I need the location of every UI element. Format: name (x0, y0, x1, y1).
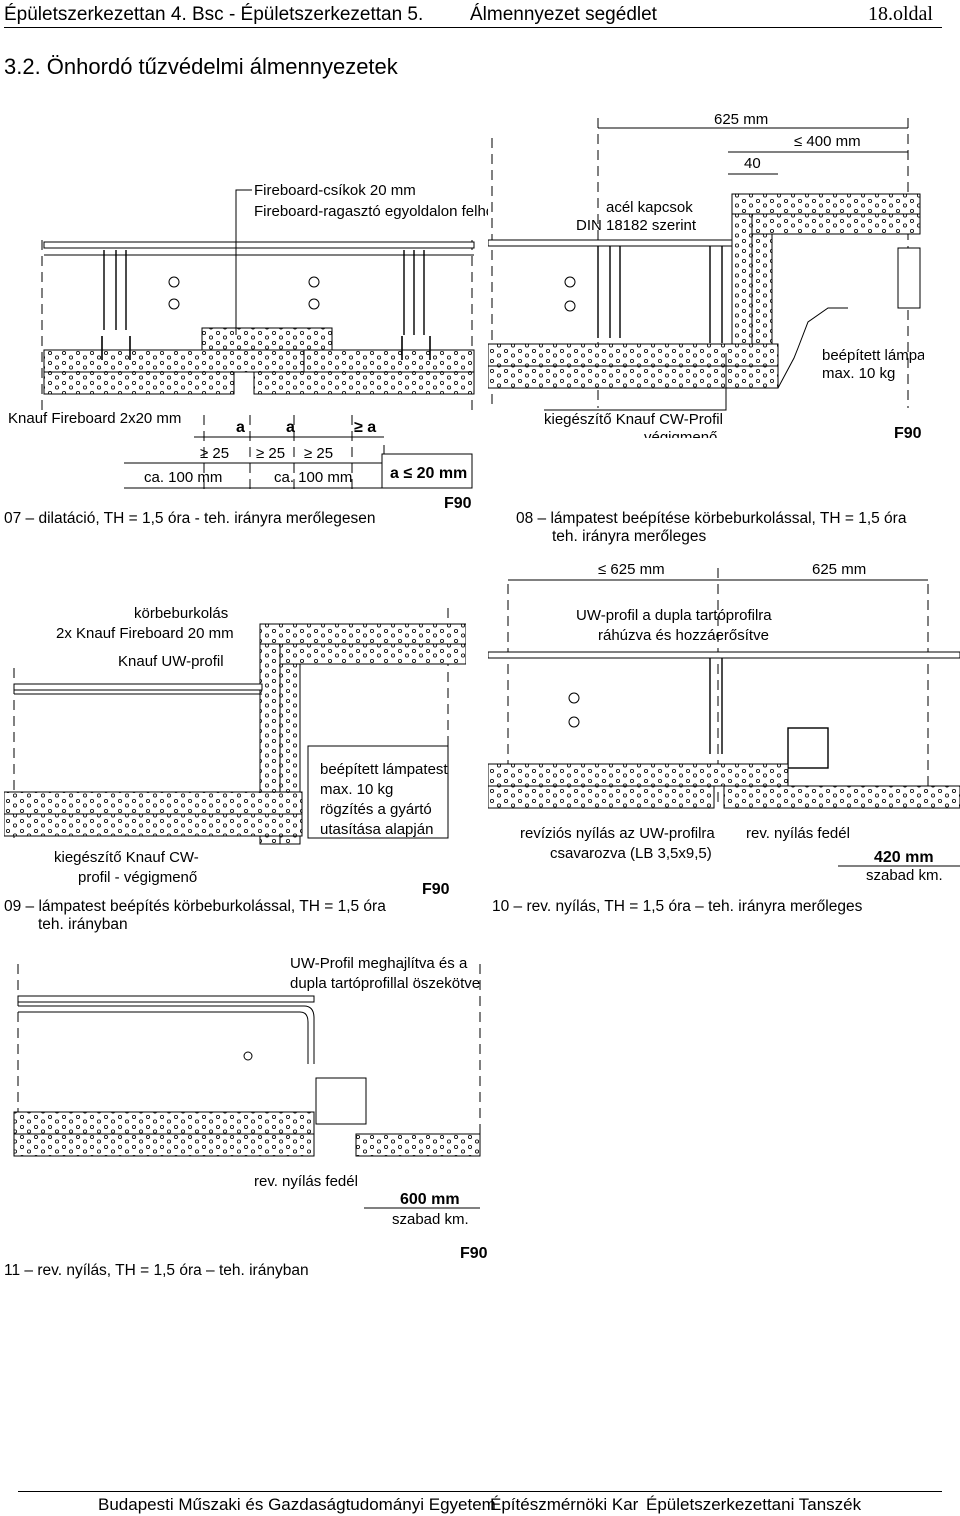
fig09-label-lamp1: beépített lámpatest (320, 761, 448, 778)
footer-faculty: Építészmérnöki Kar (490, 1495, 639, 1514)
fig09-label-uw: Knauf UW-profil (118, 653, 224, 670)
fig07-dim-a1: a (236, 419, 245, 436)
fig11-free: 600 mm (400, 1191, 460, 1208)
figure-10-caption: 10 – rev. nyílás, TH = 1,5 óra – teh. ir… (492, 898, 863, 915)
figure-09-caption-line2: teh. irányban (38, 916, 128, 933)
fig08-label-clips1: acél kapcsok (606, 199, 693, 216)
fig09-label-cw2: profil - végigmenő (78, 869, 197, 886)
fig09-label-lamp2: max. 10 kg (320, 781, 393, 798)
fig10-dim-625a: ≤ 625 mm (598, 561, 665, 578)
fig09-label-cw1: kiegészítő Knauf CW- (54, 849, 199, 866)
page-number: 18.oldal (868, 3, 933, 25)
page-header: Épületszerkezettan 4. Bsc - Épületszerke… (0, 0, 960, 32)
fig08-f90: F90 (894, 425, 922, 438)
figure-11-drawing: UW-Profil meghajlítva és a dupla tartópr… (4, 934, 500, 1260)
fig07-dim-ca2: ca. 100 mm (274, 469, 352, 486)
fig10-label-rev2: csavarozva (LB 3,5x9,5) (550, 845, 712, 862)
fig07-label-glue: Fireboard-ragasztó egyoldalon felhordva (254, 203, 520, 220)
fig11-f90: F90 (460, 1245, 488, 1260)
fig10-label-uw1: UW-profil a dupla tartóprofilra (576, 607, 772, 624)
fig09-label-enc: körbeburkolás (134, 605, 228, 622)
fig09-label-lamp3: rögzítés a gyártó (320, 801, 432, 818)
fig10-label-rev1: revíziós nyílás az UW-profilra (520, 825, 715, 842)
fig10-label-uw2: ráhúzva és hozzáerősítve (598, 627, 769, 644)
fig07-dim-a3: ≥ a (354, 419, 376, 436)
figure-08-drawing: 625 mm 40 ≤ 400 mm acél kapcsok DIN 1818… (488, 108, 924, 438)
figure-10-drawing: ≤ 625 mm 625 mm UW-profil a dupla tartóp… (488, 558, 960, 888)
fig08-label-lamp2: max. 10 kg (822, 365, 895, 382)
fig10-free2: szabad km. (866, 867, 943, 884)
fig07-dim-d3: ≥ 25 (304, 445, 333, 462)
fig11-label-uw2: dupla tartóprofillal öszekötve (290, 975, 480, 992)
fig07-label-strips: Fireboard-csíkok 20 mm (254, 182, 416, 199)
figure-07-caption: 07 – dilatáció, TH = 1,5 óra - teh. irán… (4, 510, 376, 527)
fig07-dim-a2: a (286, 419, 295, 436)
figure-08-caption-line1: 08 – lámpatest beépítése körbeburkolássa… (516, 510, 907, 527)
header-course: Épületszerkezettan 4. Bsc - Épületszerke… (4, 4, 424, 25)
fig08-label-lamp1: beépített lámpa (822, 347, 924, 364)
fig08-dim-40: 40 (744, 155, 761, 172)
figure-11-caption: 11 – rev. nyílás, TH = 1,5 óra – teh. ir… (4, 1262, 309, 1279)
figure-09-drawing: körbeburkolás 2x Knauf Fireboard 20 mm K… (4, 578, 466, 898)
figure-09-caption-line1: 09 – lámpatest beépítés körbeburkolással… (4, 898, 386, 915)
fig08-label-clips2: DIN 18182 szerint (576, 217, 697, 234)
fig11-label-uw1: UW-Profil meghajlítva és a (290, 955, 468, 972)
fig11-label-cover: rev. nyílás fedél (254, 1173, 358, 1190)
footer-rule (18, 1491, 942, 1492)
fig08-label-cw1: kiegészítő Knauf CW-Profil (544, 411, 723, 428)
fig08-label-cw2: végigmenő (644, 429, 717, 438)
figure-08-caption-line2: teh. irányra merőleges (552, 528, 707, 545)
fig09-f90: F90 (422, 881, 450, 898)
fig07-dim-d1: ≥ 25 (200, 445, 229, 462)
footer-department: Épületszerkezettani Tanszék (646, 1495, 862, 1514)
fig08-dim-400: ≤ 400 mm (794, 133, 861, 150)
fig10-label-cover: rev. nyílás fedél (746, 825, 850, 842)
fig08-dim-625: 625 mm (714, 111, 768, 128)
figure-07-drawing: Fireboard-csíkok 20 mm Fireboard-ragaszt… (4, 160, 520, 508)
fig10-dim-625b: 625 mm (812, 561, 866, 578)
fig07-gap: a ≤ 20 mm (390, 465, 467, 482)
fig09-label-lamp4: utasítása alapján (320, 821, 433, 838)
fig10-free: 420 mm (874, 849, 934, 866)
section-title: 3.2. Önhordó tűzvédelmi álmennyezetek (4, 54, 398, 79)
fig07-label-board: Knauf Fireboard 2x20 mm (8, 410, 181, 427)
header-subject: Álmennyezet segédlet (470, 4, 657, 25)
header-rule (4, 27, 942, 28)
fig09-label-enc2: 2x Knauf Fireboard 20 mm (56, 625, 234, 642)
fig07-dim-ca1: ca. 100 mm (144, 469, 222, 486)
fig07-f90: F90 (444, 495, 472, 508)
footer-university: Budapesti Műszaki és Gazdaságtudományi E… (98, 1495, 496, 1514)
fig11-free2: szabad km. (392, 1211, 469, 1228)
fig07-dim-d2: ≥ 25 (256, 445, 285, 462)
